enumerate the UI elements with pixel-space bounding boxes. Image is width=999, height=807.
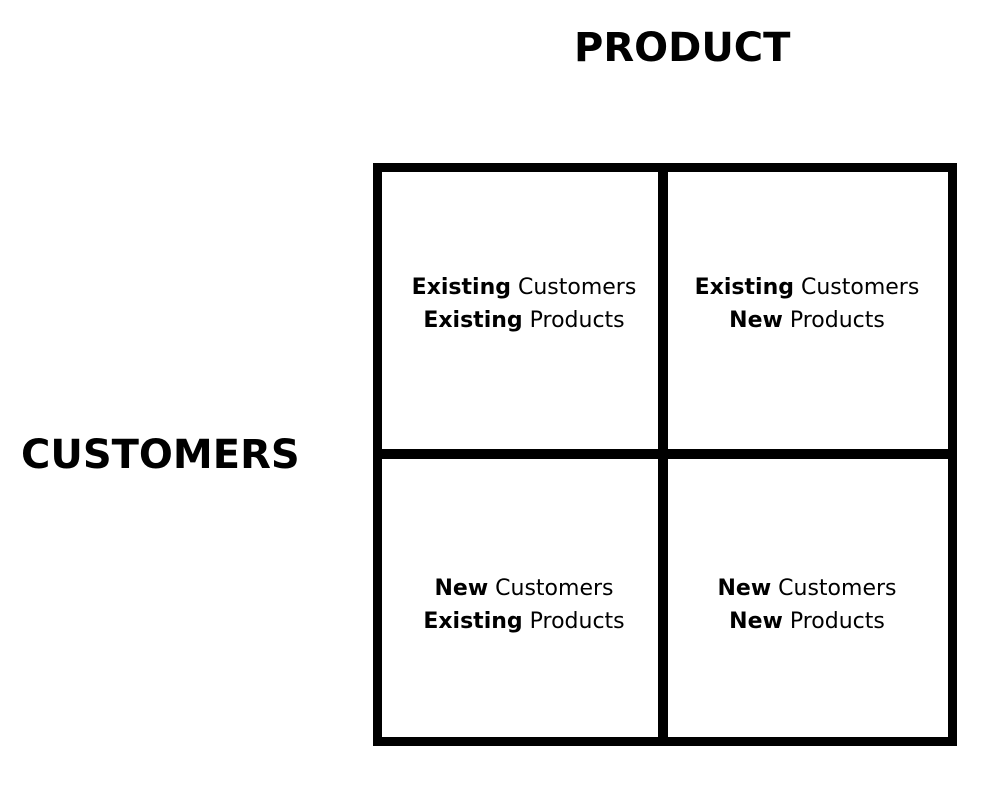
quadrant-products-line: New Products xyxy=(667,605,947,638)
quadrant-existing-customers-new-products: Existing Customers New Products xyxy=(667,271,947,337)
quadrant-customers-line: Existing Customers xyxy=(384,271,664,304)
quadrant-products-label: Products xyxy=(522,308,625,333)
quadrant-customers-line: New Customers xyxy=(667,572,947,605)
quadrant-products-label: Products xyxy=(782,609,885,634)
quadrant-products-label: Products xyxy=(782,308,885,333)
matrix-horizontal-divider xyxy=(373,449,957,459)
quadrant-customers-label: Customers xyxy=(488,576,614,601)
quadrant-products-label: Products xyxy=(522,609,625,634)
quadrant-products-line: New Products xyxy=(667,304,947,337)
quadrant-customers-qualifier: Existing xyxy=(694,275,794,300)
quadrant-products-qualifier: New xyxy=(729,308,783,333)
quadrant-customers-line: New Customers xyxy=(384,572,664,605)
quadrant-new-customers-new-products: New Customers New Products xyxy=(667,572,947,638)
quadrant-customers-qualifier: Existing xyxy=(411,275,511,300)
quadrant-products-qualifier: Existing xyxy=(423,308,523,333)
quadrant-customers-label: Customers xyxy=(771,576,897,601)
quadrant-new-customers-existing-products: New Customers Existing Products xyxy=(384,572,664,638)
quadrant-products-qualifier: New xyxy=(729,609,783,634)
quadrant-products-line: Existing Products xyxy=(384,605,664,638)
quadrant-customers-qualifier: New xyxy=(717,576,772,601)
quadrant-products-line: Existing Products xyxy=(384,304,664,337)
quadrant-customers-line: Existing Customers xyxy=(667,271,947,304)
quadrant-products-qualifier: Existing xyxy=(423,609,523,634)
customers-axis-title: CUSTOMERS xyxy=(21,432,300,478)
product-axis-title: PRODUCT xyxy=(574,25,791,71)
quadrant-customers-label: Customers xyxy=(794,275,920,300)
quadrant-customers-label: Customers xyxy=(511,275,637,300)
quadrant-existing-customers-existing-products: Existing Customers Existing Products xyxy=(384,271,664,337)
quadrant-customers-qualifier: New xyxy=(434,576,489,601)
